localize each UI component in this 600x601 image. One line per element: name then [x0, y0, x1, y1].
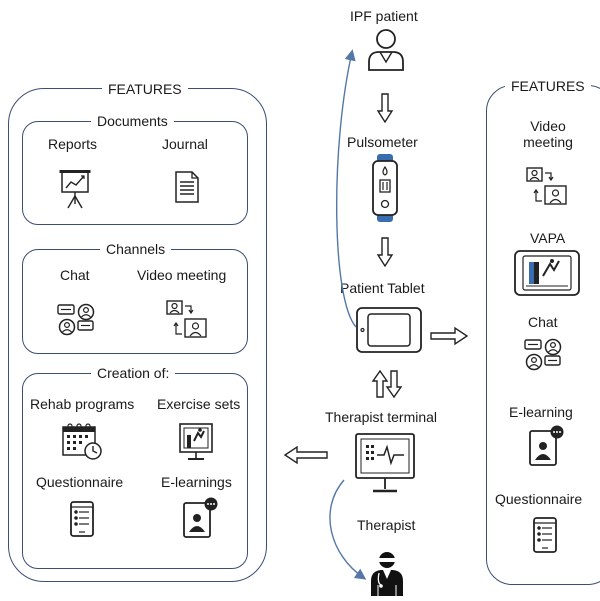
chat-label-left: Chat [60, 267, 90, 283]
ipf-patient-label: IPF patient [350, 8, 418, 24]
right-features-title: FEATURES [505, 78, 591, 94]
journal-document-icon [175, 171, 199, 208]
vapa-label: VAPA [530, 230, 566, 246]
arrow-pulsometer-to-tablet [376, 237, 394, 272]
therapist-doctor-icon [369, 551, 405, 601]
documents-title: Documents [91, 113, 174, 129]
exercise-sets-label: Exercise sets [157, 396, 241, 412]
pulsometer-label: Pulsometer [347, 134, 418, 150]
reports-label: Reports [48, 136, 98, 152]
e-learnings-label: E-learnings [161, 474, 232, 490]
right-features-panel [486, 85, 600, 585]
journal-label: Journal [162, 136, 208, 152]
chat-users-icon-right [524, 338, 566, 377]
video-meeting-icon-right [526, 167, 568, 212]
channels-title: Channels [100, 241, 172, 257]
rehab-programs-label: Rehab programs [30, 396, 135, 412]
patient-user-icon [366, 28, 406, 77]
e-learning-label-right: E-learning [509, 404, 573, 420]
questionnaire-tablet-icon-right [533, 517, 557, 558]
patient-tablet-label: Patient Tablet [340, 280, 425, 296]
e-learning-tablet-icon-left [183, 497, 219, 544]
arrow-patient-to-pulsometer [376, 93, 394, 128]
documents-box [22, 121, 248, 225]
creation-title: Creation of: [91, 365, 176, 381]
arrow-terminal-to-therapist [329, 479, 367, 580]
exercise-monitor-icon [179, 423, 213, 468]
chat-label-right: Chat [528, 314, 558, 330]
arrow-tablet-to-right-features [430, 326, 469, 350]
arrow-terminal-to-left-features [283, 445, 328, 469]
therapist-terminal-label: Therapist terminal [325, 409, 438, 425]
pulsometer-icon [372, 154, 398, 227]
video-meeting-icon-left [166, 300, 208, 345]
vapa-tablet-icon [514, 250, 580, 301]
e-learning-tablet-icon-right [529, 425, 565, 472]
questionnaire-label-left: Questionnaire [36, 474, 124, 490]
questionnaire-tablet-icon-left [70, 501, 94, 542]
chat-users-icon-left [57, 303, 99, 342]
arrow-tablet-terminal-bidirectional [371, 369, 403, 403]
video-meeting-label-right: Video meeting [523, 118, 573, 150]
video-meeting-label-left: Video meeting [137, 267, 227, 283]
arrow-tablet-to-patient [335, 49, 357, 328]
therapist-terminal-monitor-icon [355, 433, 415, 500]
questionnaire-label-right: Questionnaire [495, 491, 583, 507]
patient-tablet-icon [356, 307, 422, 358]
therapist-label: Therapist [357, 517, 416, 533]
presentation-chart-icon [59, 170, 91, 215]
left-features-title: FEATURES [102, 81, 188, 97]
calendar-clock-icon [62, 423, 104, 466]
